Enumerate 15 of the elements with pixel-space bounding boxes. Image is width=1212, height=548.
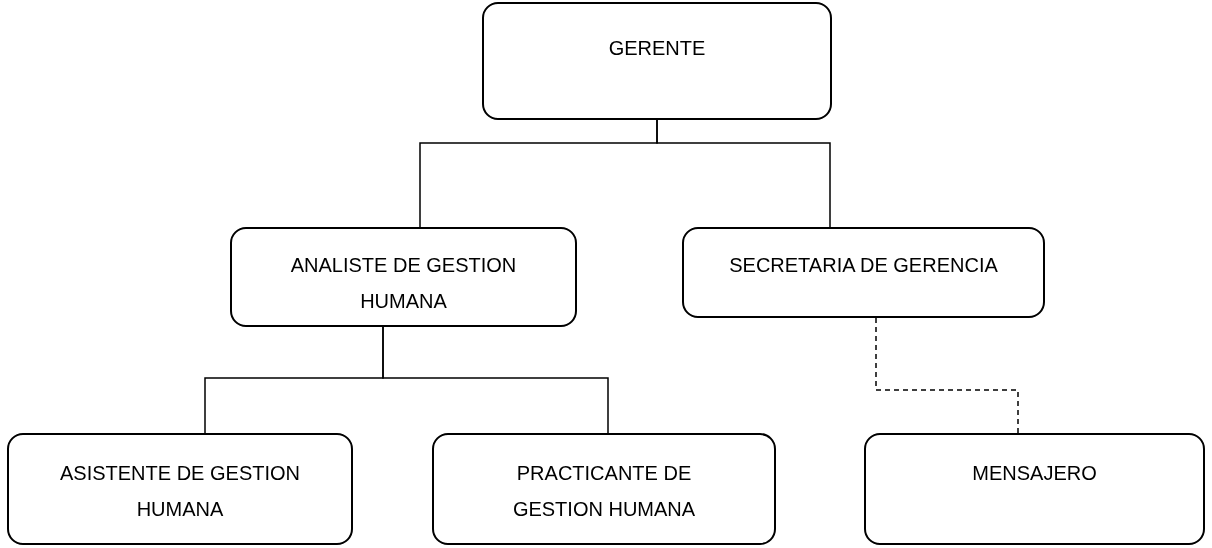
org-box	[432, 433, 776, 545]
role-title: PRACTICANTE DE GESTION HUMANA	[511, 461, 697, 522]
org-box	[7, 433, 353, 545]
org-box	[230, 227, 577, 327]
connector-line	[382, 326, 609, 434]
connector-line	[656, 119, 831, 228]
org-box	[482, 2, 832, 120]
org-box	[864, 433, 1205, 545]
role-title: SECRETARIA DE GERENCIA	[729, 253, 998, 278]
role-title: GERENTE	[608, 36, 706, 61]
dashed-connector	[875, 317, 1019, 434]
role-title: ASISTENTE DE GESTION HUMANA	[58, 461, 301, 522]
org-box	[682, 227, 1045, 318]
role-title: MENSAJERO	[972, 461, 1097, 486]
role-title: ANALISTE DE GESTION HUMANA	[289, 253, 518, 314]
